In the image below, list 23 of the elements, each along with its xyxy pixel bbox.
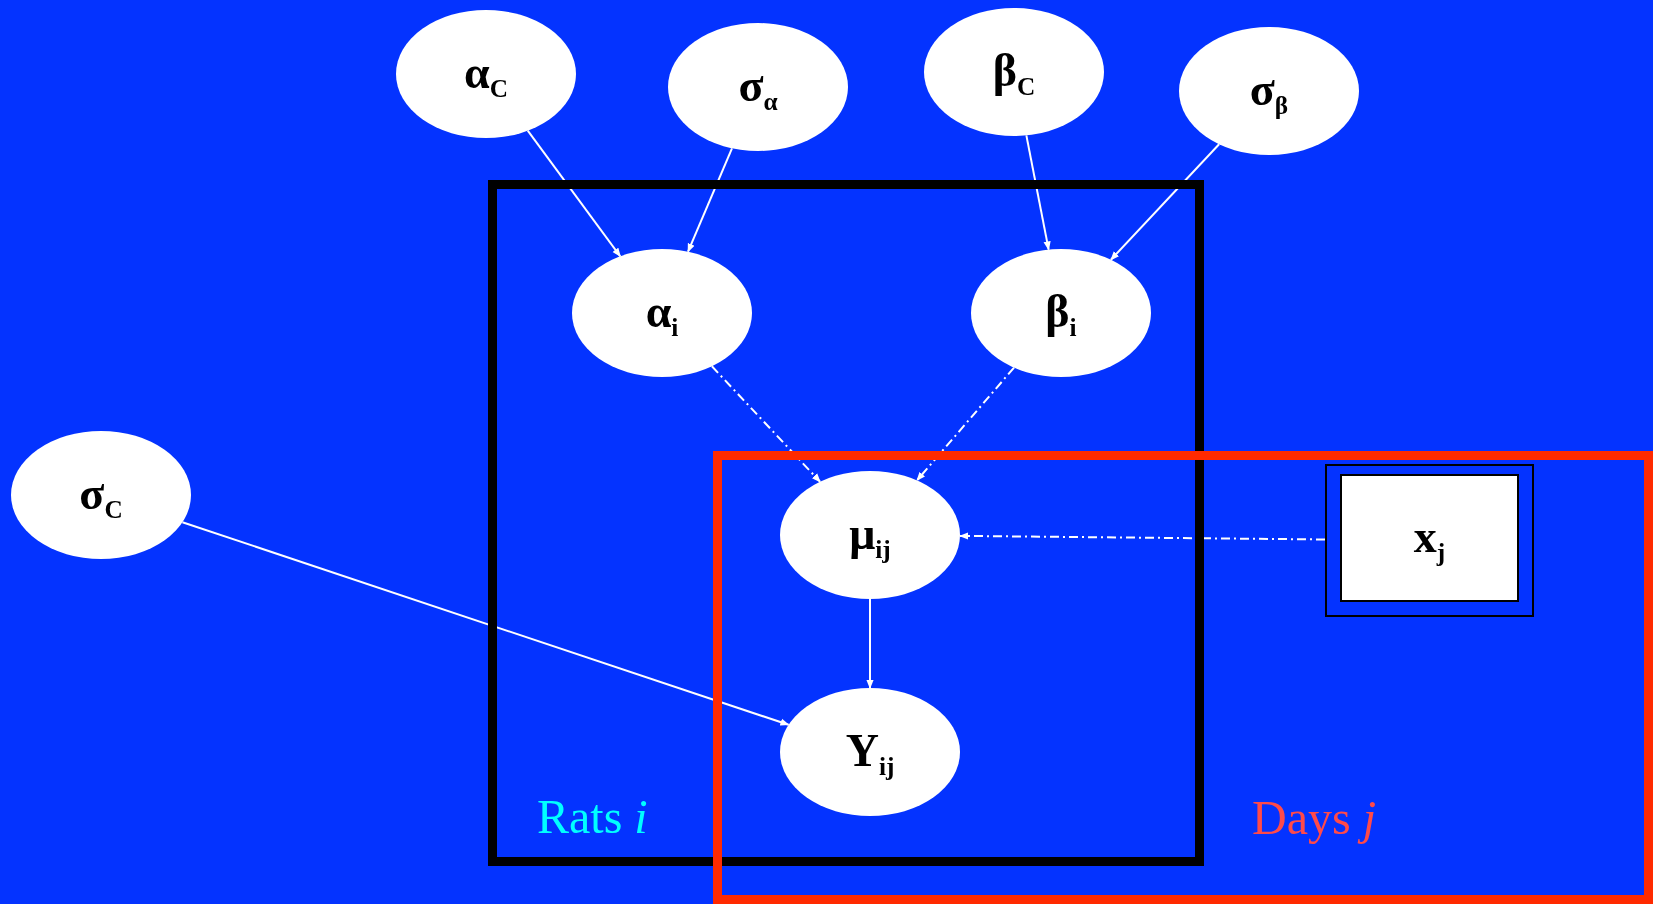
plate-label: Days j <box>1252 790 1376 845</box>
node-label: μ$_{ij}$ <box>849 506 891 564</box>
plate-label: Rats i <box>537 789 648 844</box>
node-label: β$_{i}$ <box>1045 284 1077 342</box>
arrow <box>687 147 733 253</box>
plate-box <box>713 451 1653 904</box>
node-label: x$_{j}$ <box>1413 509 1446 567</box>
double-box-node <box>1325 464 1534 617</box>
arrow <box>866 598 874 689</box>
node-label: Y$_{ij}$ <box>845 723 895 781</box>
node-label: σ$_{β}$ <box>1249 62 1289 120</box>
arrow <box>526 129 622 258</box>
arrow <box>915 366 1016 482</box>
node-label: β$_{C}$ <box>992 43 1036 101</box>
arrow <box>1109 143 1221 261</box>
arrow <box>959 532 1326 541</box>
node-label: σ$_{C}$ <box>79 466 123 524</box>
node-label: σ$_{α}$ <box>738 58 778 116</box>
arrow <box>710 365 822 483</box>
arrow <box>181 521 790 726</box>
node-label: α$_{i}$ <box>645 284 679 342</box>
arrow <box>1025 134 1051 251</box>
node-label: α$_{C}$ <box>464 45 508 103</box>
